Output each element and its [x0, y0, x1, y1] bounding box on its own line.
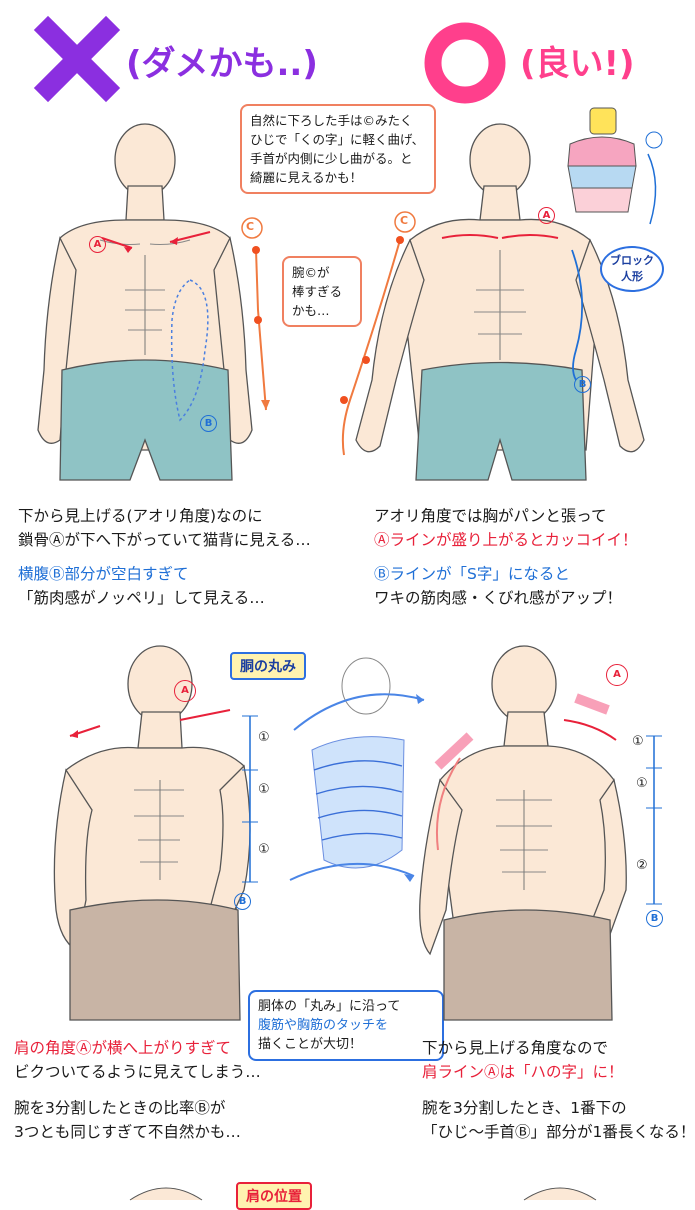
marker-b-left: B: [200, 415, 217, 432]
arm-line-c-left: [236, 210, 286, 424]
ratio-left-1: ①: [258, 730, 270, 745]
bad-torso-figure-front: [20, 120, 270, 500]
callout-natural-hand: 自然に下ろした手は©みたく ひじで「くの字」に軽く曲げ、 手首が内側に少し曲がる…: [240, 104, 436, 194]
good-torso-figure-three-quarter: [404, 640, 644, 1021]
callout-torso-round: 胴体の「丸み」に沿って 腹筋や胸筋のタッチを 描くことが大切！: [248, 990, 444, 1061]
marker-b-right: B: [574, 376, 591, 393]
shoulder-line-bars: [430, 686, 610, 780]
bottom-head-left: [126, 1184, 206, 1204]
marker-c-left: C: [246, 220, 255, 233]
shoulder-position-tag: 肩の位置: [236, 1182, 312, 1210]
ratio-right-1: ①: [632, 734, 644, 749]
marker-a-mid-right: A: [606, 664, 628, 686]
good-circle-icon: [422, 20, 508, 110]
marker-b-mid-left: B: [234, 893, 251, 910]
bottom-head-right: [520, 1184, 600, 1204]
bad-x-icon: [33, 15, 121, 106]
ratio-left-2: ①: [258, 782, 270, 797]
top-left-caption: 下から見上げる(アオリ角度)なのに 鎖骨Ⓐが下へ下がっていて猫背に見える… 横腹…: [18, 507, 311, 607]
torso-roundness-diagram: [284, 650, 434, 910]
mid-right-caption: 下から見上げる角度なので 肩ラインⒶは「ハの字」に！ 腕を3分割したとき、1番下…: [422, 1039, 695, 1141]
arm-line-c-right: [330, 210, 420, 464]
torso-roundness-tag: 胴の丸み: [230, 652, 306, 680]
marker-a-left: A: [89, 236, 106, 253]
marker-a-mid-left: A: [174, 680, 196, 702]
arm-ratio-right: [640, 732, 670, 916]
ratio-right-2: ①: [636, 776, 648, 791]
marker-c-right: C: [400, 214, 409, 227]
ratio-left-3: ①: [258, 842, 270, 857]
marker-a-right: A: [538, 207, 555, 224]
block-doll-diagram: [562, 104, 672, 278]
bad-label: (ダメかも..): [126, 44, 318, 84]
good-label: (良い!): [520, 44, 635, 84]
callout-arm-too-straight: 腕©が 棒すぎる かも…: [282, 256, 362, 327]
ratio-right-3: ②: [636, 858, 648, 873]
marker-b-mid-right: B: [646, 910, 663, 927]
bad-torso-figure-three-quarter: [30, 640, 280, 1021]
good-torso-figure-front: [350, 120, 660, 500]
mid-left-caption: 肩の角度Ⓐが横へ上がりすぎて ビクついてるように見えてしまう… 腕を3分割したと…: [14, 1039, 261, 1141]
block-doll-label: ブロック 人形: [600, 246, 664, 292]
top-right-caption: アオリ角度では胸がパンと張って Ⓐラインが盛り上がるとカッコイイ！ Ⓑラインが「…: [374, 507, 638, 607]
arm-ratio-left: [236, 712, 266, 896]
